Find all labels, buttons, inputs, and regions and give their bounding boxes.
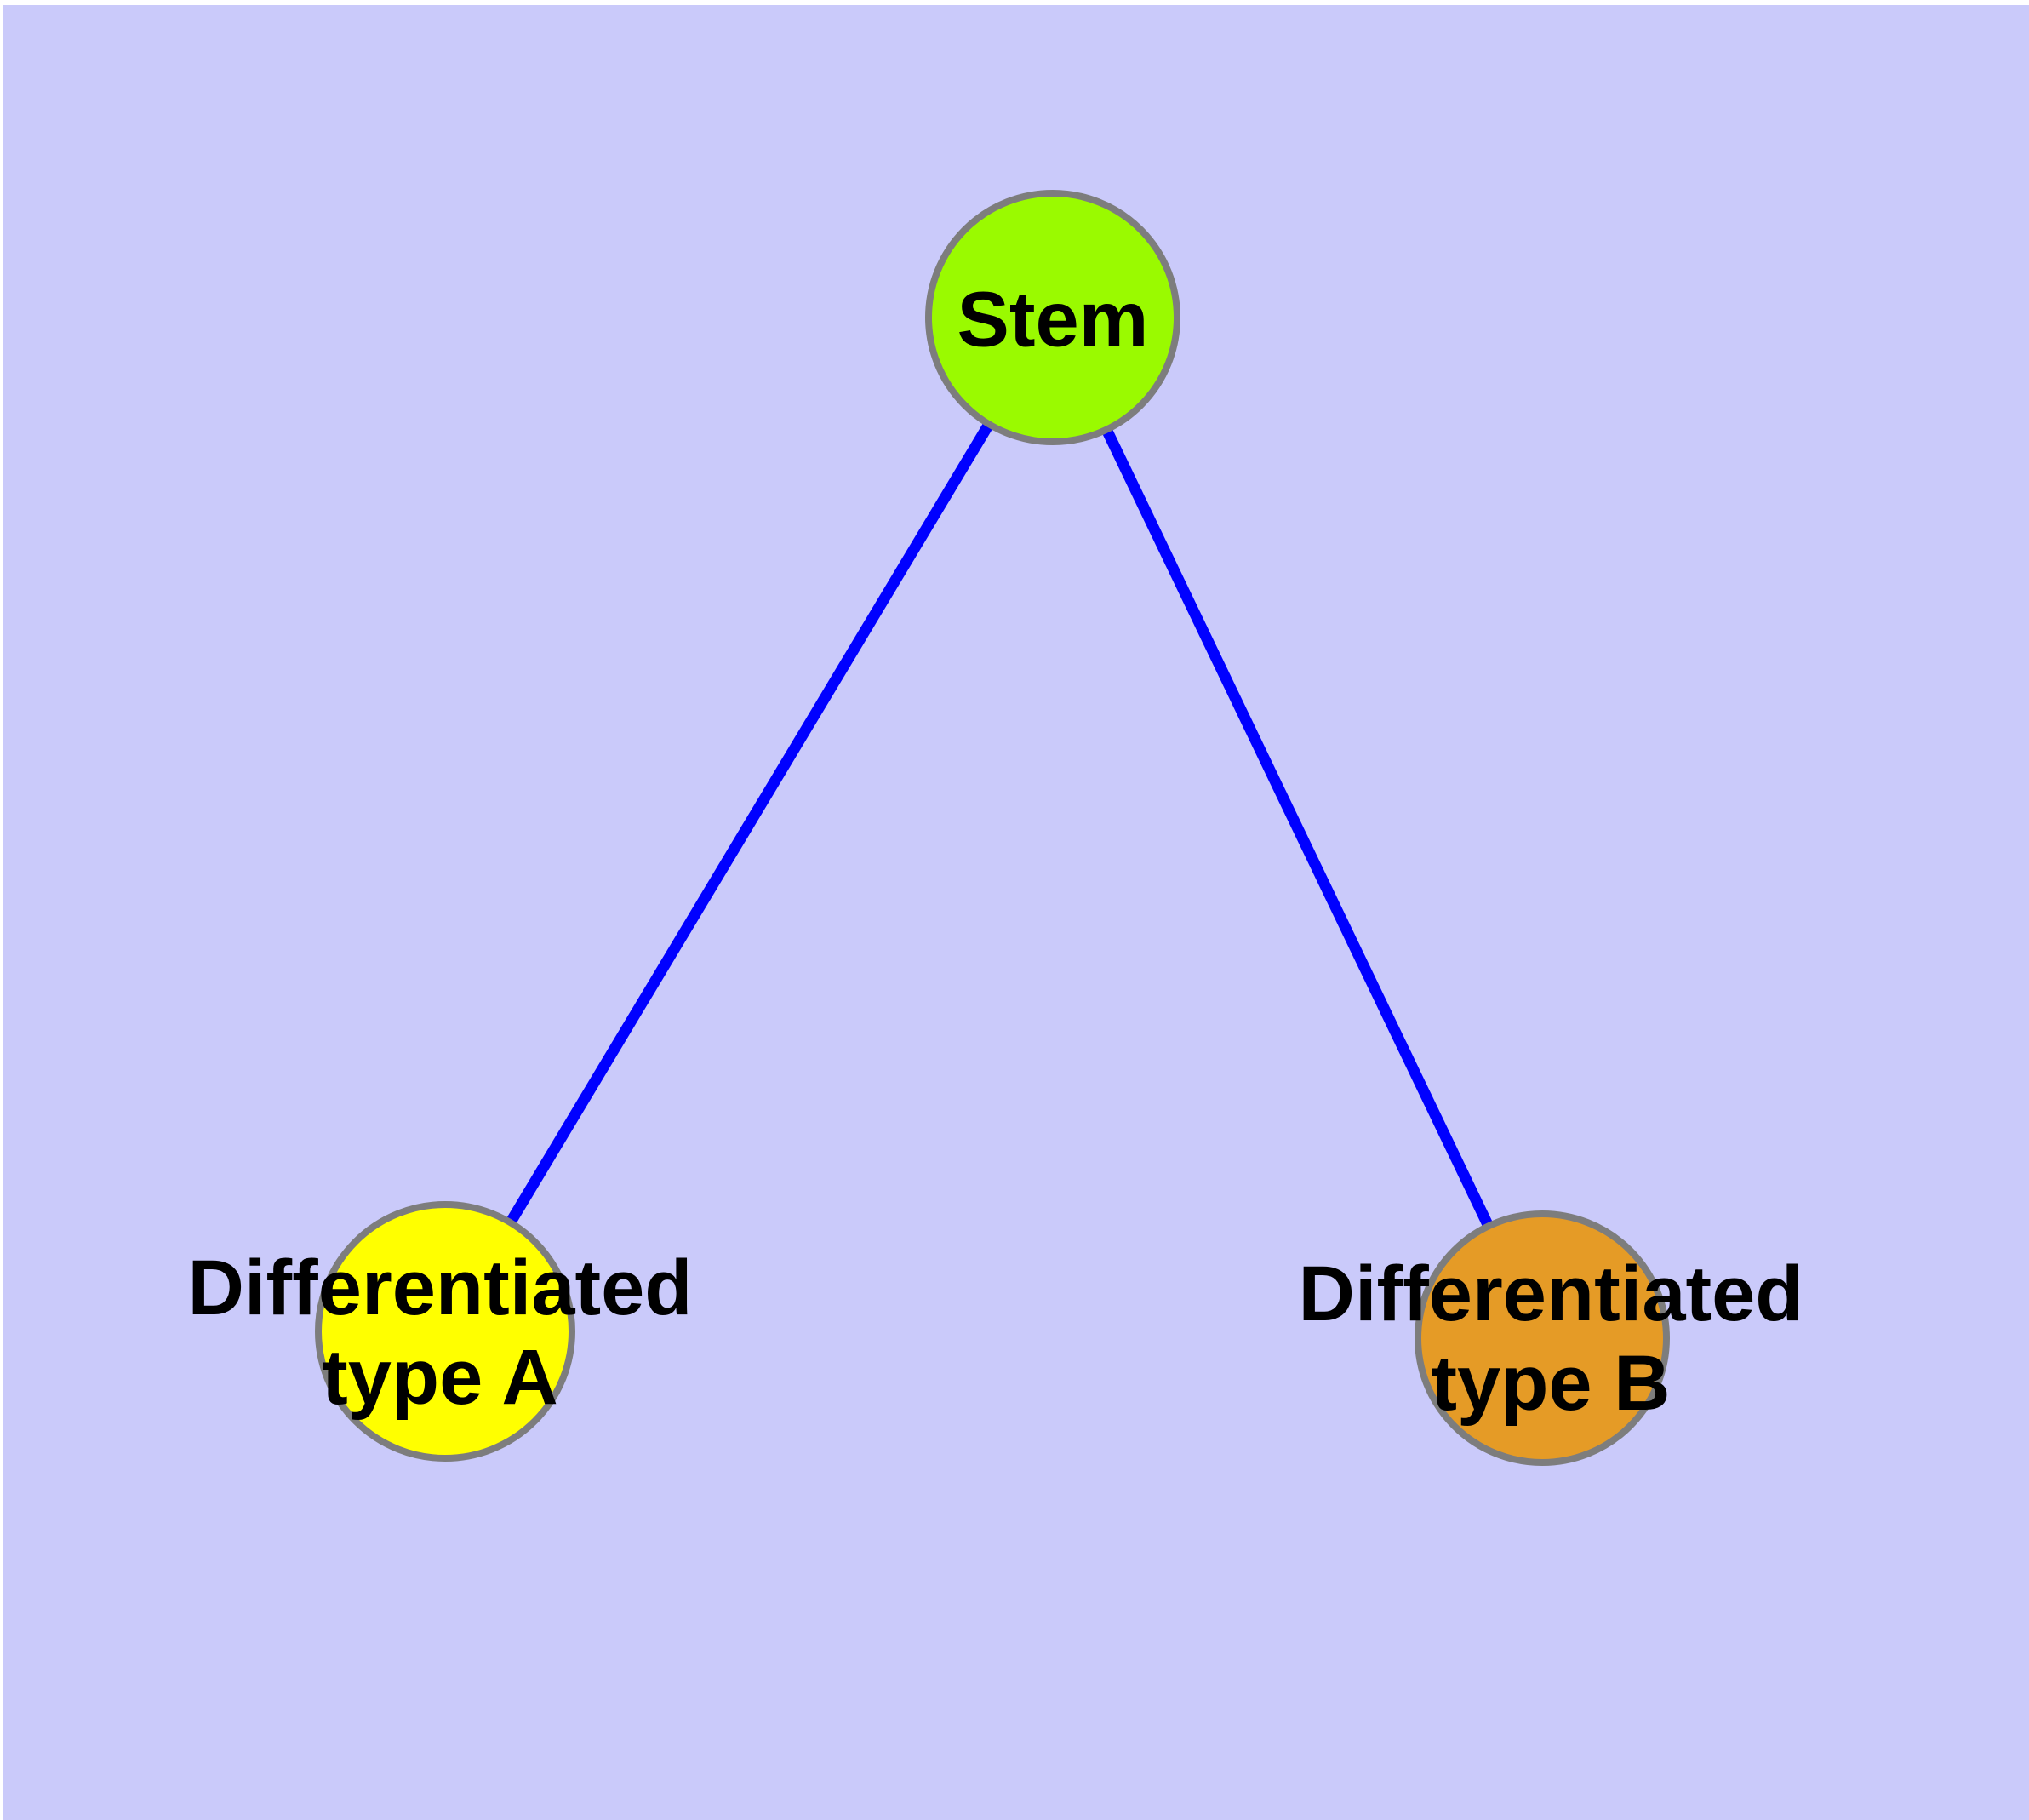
edge-stem-to-type-a [440,314,1058,1335]
edge-stem-to-type-b [1048,315,1547,1341]
node-type-a [315,1201,575,1462]
node-stem [925,190,1180,445]
node-type-b [1415,1210,1670,1466]
